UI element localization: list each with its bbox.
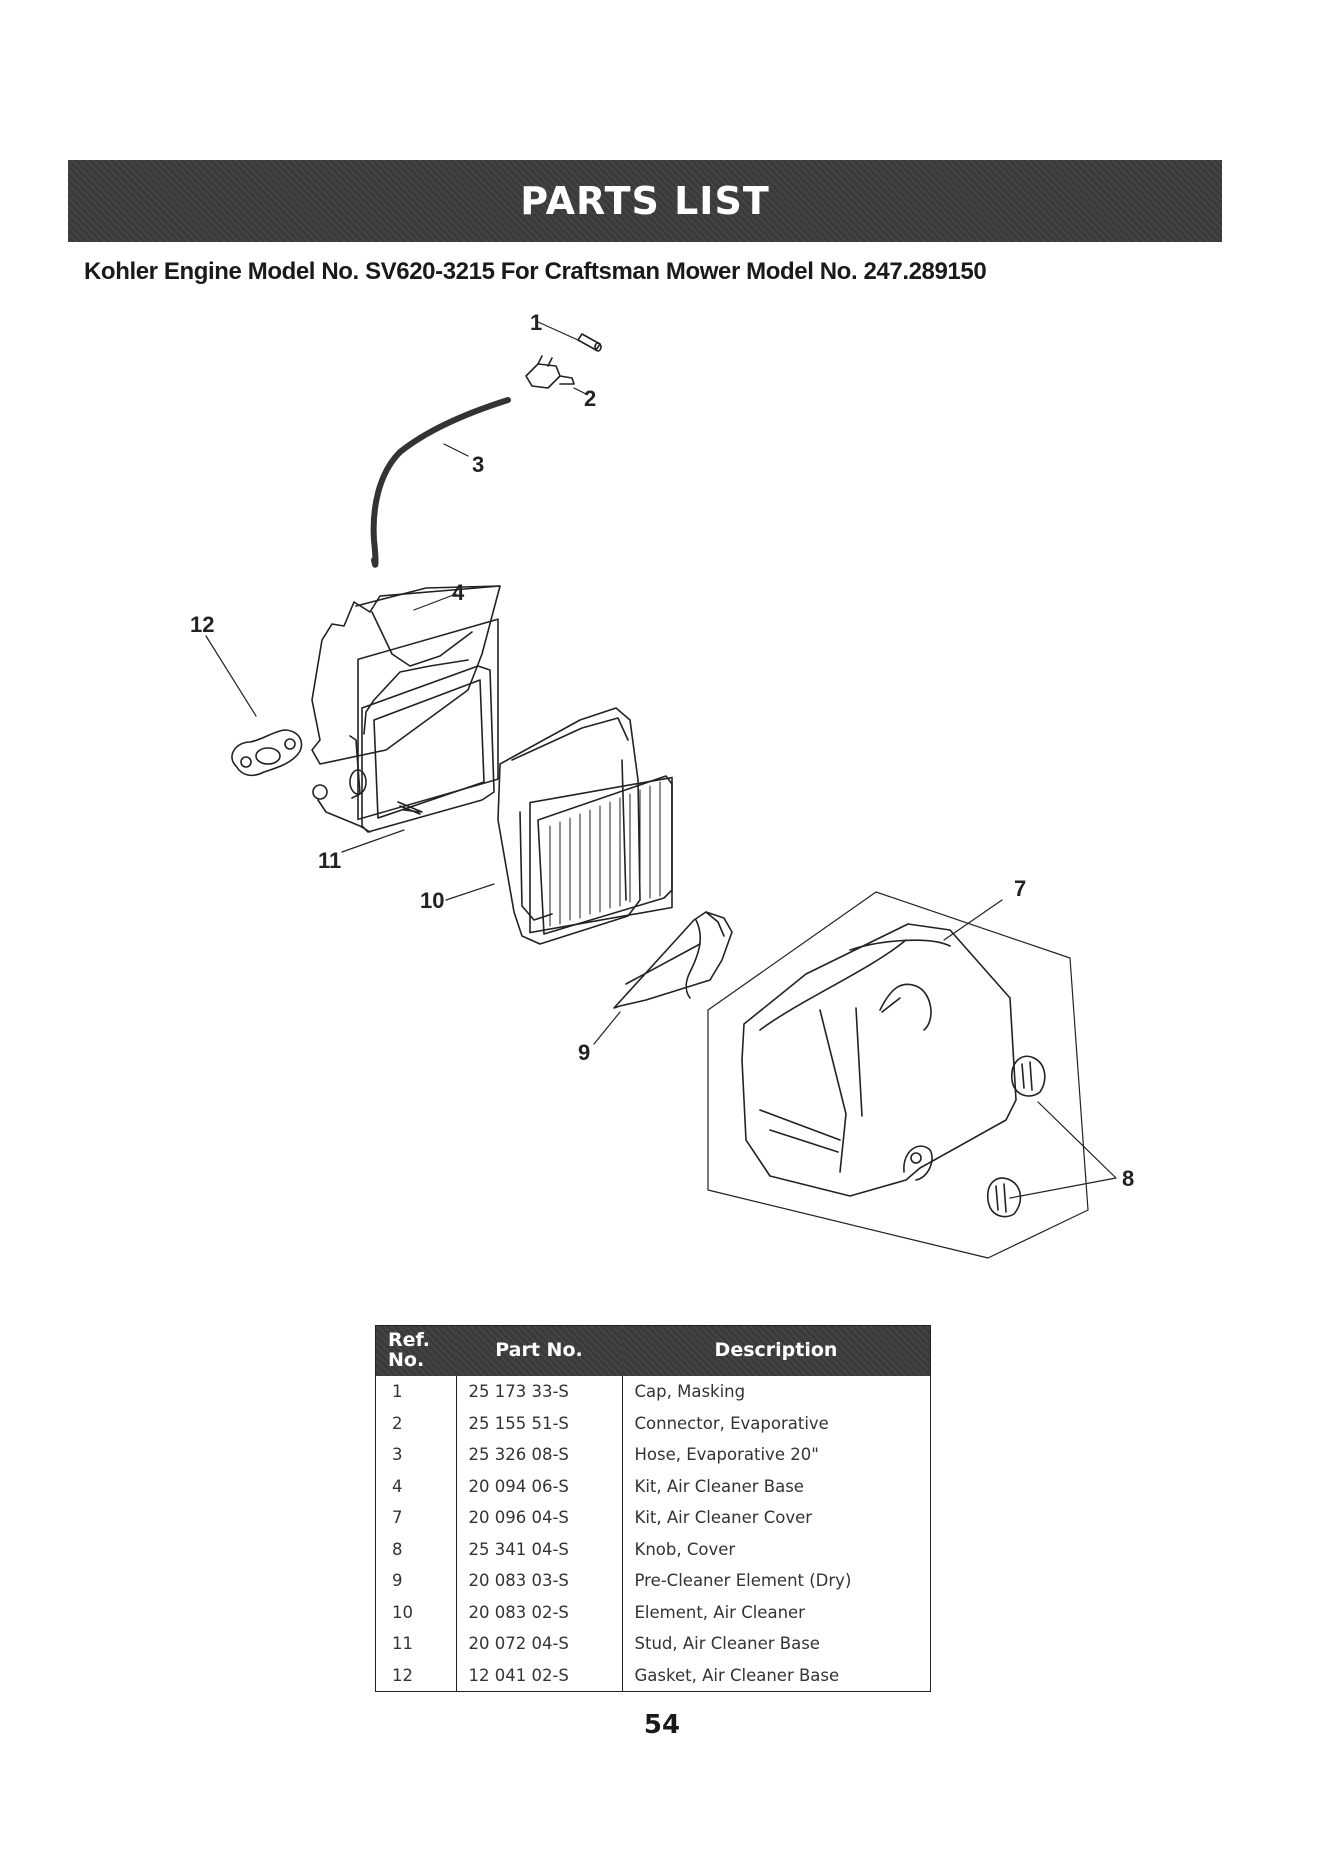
leader-lines <box>205 321 1117 1199</box>
table-row: 9 20 083 03-S Pre-Cleaner Element (Dry) <box>376 1565 931 1597</box>
table-row: 8 25 341 04-S Knob, Cover <box>376 1533 931 1565</box>
ref-cell: 4 <box>392 1476 403 1496</box>
part-no-cell: 20 094 06-S <box>455 1470 622 1502</box>
table-row: 12 12 041 02-S Gasket, Air Cleaner Base <box>376 1659 931 1692</box>
callout-12: 12 <box>190 612 214 637</box>
masking-cap-drawing <box>577 333 602 352</box>
pre-cleaner-drawing <box>613 911 733 1009</box>
table-row: 1 25 173 33-S Cap, Masking <box>376 1376 931 1408</box>
ref-cell: 12 <box>392 1665 413 1685</box>
table-header-row: Ref. No. Part No. Description <box>375 1325 931 1376</box>
part-no-cell: 20 083 02-S <box>455 1596 622 1628</box>
gasket-drawing <box>231 729 303 777</box>
ref-cell: 2 <box>392 1413 403 1433</box>
description-cell: Cap, Masking <box>621 1376 931 1408</box>
air-cleaner-base-drawing <box>311 585 501 833</box>
part-no-cell: 20 072 04-S <box>455 1628 622 1660</box>
callout-4: 4 <box>452 580 465 605</box>
cover-knob-drawing-upper <box>1011 1055 1046 1097</box>
cover-knob-drawing-lower <box>987 1177 1022 1218</box>
description-cell: Kit, Air Cleaner Cover <box>621 1502 931 1534</box>
part-no-cell: 25 155 51-S <box>455 1407 622 1439</box>
air-cleaner-cover-drawing <box>707 891 1089 1259</box>
part-no-cell: 25 341 04-S <box>455 1533 622 1565</box>
part-no-cell: 25 173 33-S <box>455 1376 622 1408</box>
description-cell: Hose, Evaporative 20" <box>621 1439 931 1471</box>
callout-10: 10 <box>420 888 444 913</box>
parts-table: Ref. No. Part No. Description 1 25 173 3… <box>375 1325 931 1692</box>
callout-9: 9 <box>578 1040 590 1065</box>
description-cell: Kit, Air Cleaner Base <box>621 1470 931 1502</box>
table-row: 11 20 072 04-S Stud, Air Cleaner Base <box>376 1628 931 1660</box>
description-cell: Gasket, Air Cleaner Base <box>621 1659 931 1692</box>
table-row: 3 25 326 08-S Hose, Evaporative 20" <box>376 1439 931 1471</box>
page-title: PARTS LIST <box>520 179 770 223</box>
part-no-header: Part No. <box>456 1325 622 1376</box>
callout-1: 1 <box>530 310 542 335</box>
callout-11: 11 <box>318 848 341 873</box>
callout-8: 8 <box>1122 1166 1134 1191</box>
table-row: 7 20 096 04-S Kit, Air Cleaner Cover <box>376 1502 931 1534</box>
part-no-cell: 12 041 02-S <box>455 1659 622 1692</box>
description-cell: Pre-Cleaner Element (Dry) <box>621 1565 931 1597</box>
page-number: 54 <box>643 1710 681 1740</box>
part-no-cell: 20 096 04-S <box>455 1502 622 1534</box>
part-no-cell: 20 083 03-S <box>455 1565 622 1597</box>
description-cell: Stud, Air Cleaner Base <box>621 1628 931 1660</box>
evaporative-connector-drawing <box>525 355 575 389</box>
ref-cell: 7 <box>392 1508 403 1528</box>
ref-cell: 1 <box>392 1382 403 1402</box>
air-cleaner-element-drawing <box>497 707 673 945</box>
ref-cell: 9 <box>392 1571 403 1591</box>
parts-list-banner: PARTS LIST <box>68 160 1222 242</box>
description-cell: Knob, Cover <box>621 1533 931 1565</box>
callout-2: 2 <box>584 386 596 411</box>
description-header: Description <box>622 1325 931 1376</box>
model-subtitle: Kohler Engine Model No. SV620-3215 For C… <box>84 258 987 285</box>
ref-cell: 10 <box>392 1602 413 1622</box>
description-cell: Connector, Evaporative <box>621 1407 931 1439</box>
ref-cell: 8 <box>392 1539 403 1559</box>
table-row: 10 20 083 02-S Element, Air Cleaner <box>376 1596 931 1628</box>
table-row: 2 25 155 51-S Connector, Evaporative <box>376 1407 931 1439</box>
ref-no-header: Ref. No. <box>375 1325 456 1376</box>
callout-3: 3 <box>472 452 484 477</box>
evaporative-hose-drawing <box>370 397 511 568</box>
table-row: 4 20 094 06-S Kit, Air Cleaner Base <box>376 1470 931 1502</box>
part-no-cell: 25 326 08-S <box>455 1439 622 1471</box>
description-cell: Element, Air Cleaner <box>621 1596 931 1628</box>
callout-7: 7 <box>1014 876 1026 901</box>
stud-drawing <box>397 801 423 815</box>
ref-cell: 3 <box>392 1445 403 1465</box>
ref-cell: 11 <box>392 1634 413 1654</box>
